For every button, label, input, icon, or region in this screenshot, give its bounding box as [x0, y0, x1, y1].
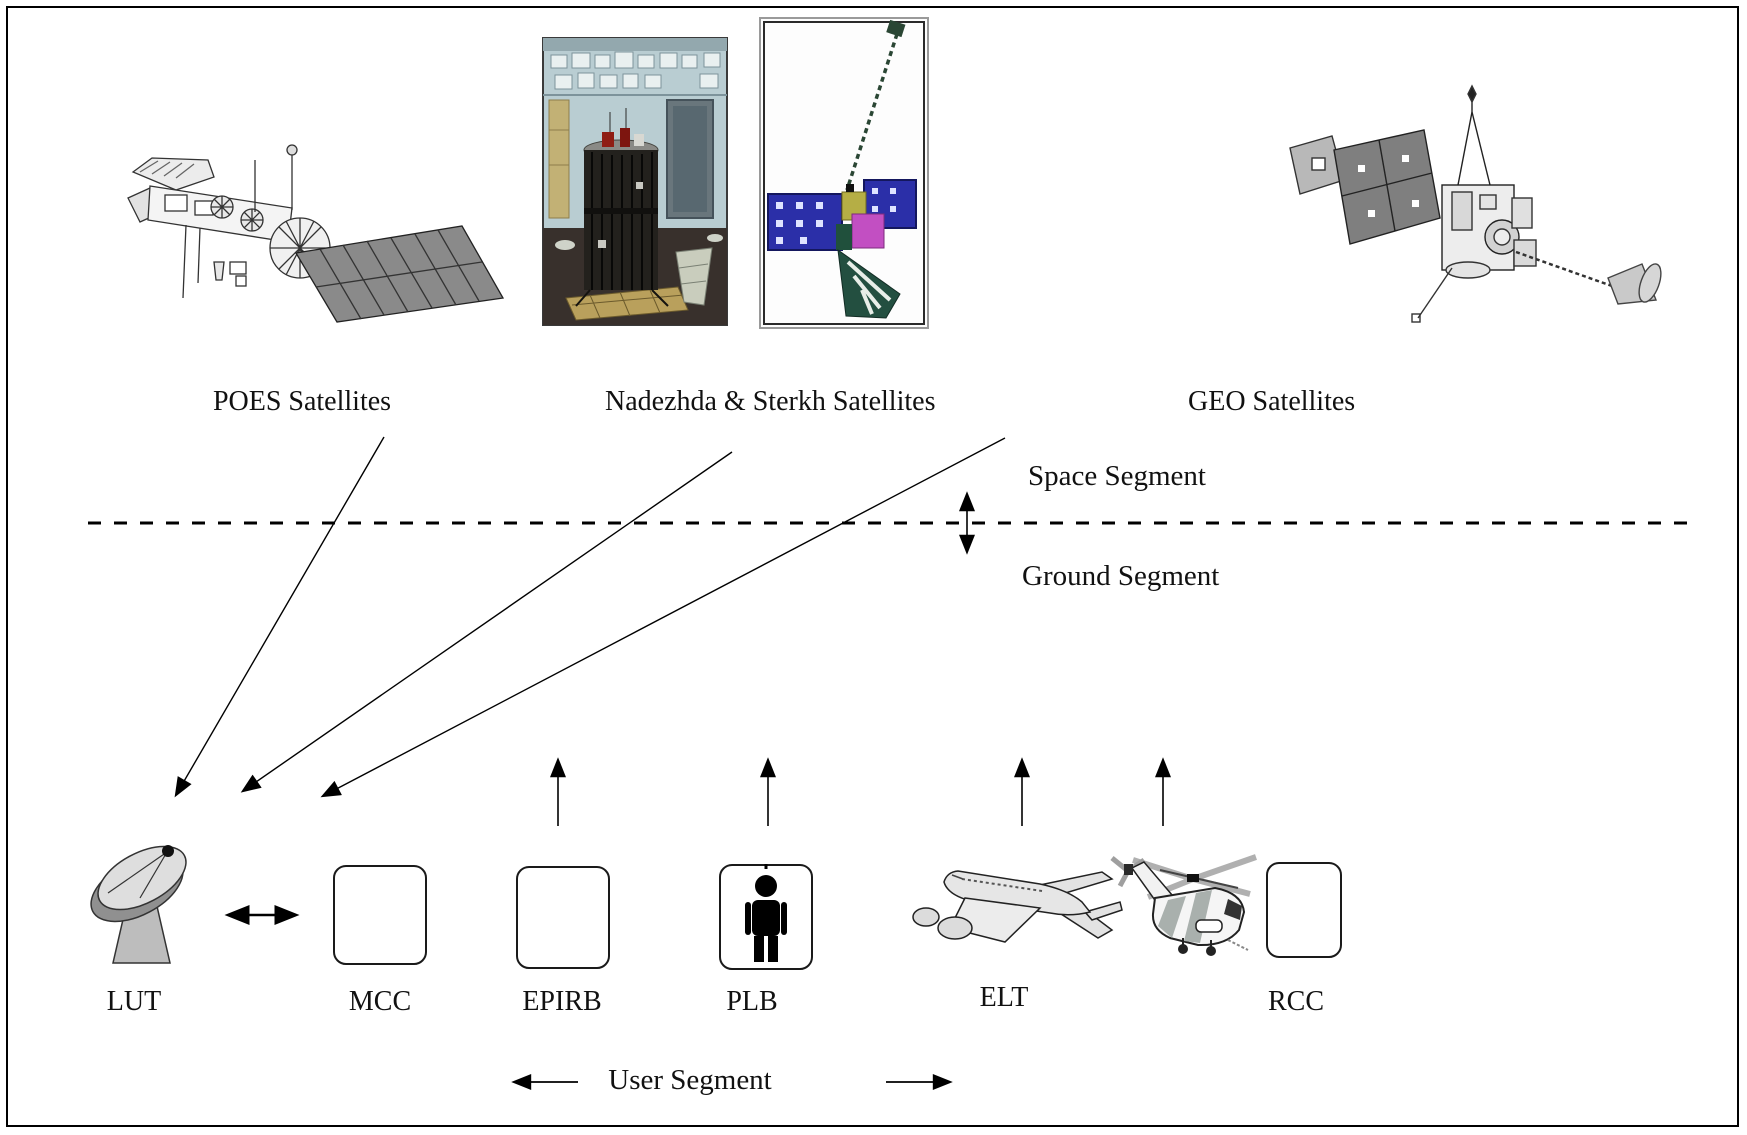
epirb-box: [516, 866, 610, 969]
mcc-box: [333, 865, 427, 965]
geo-satellites-label: GEO Satellites: [1188, 386, 1356, 417]
mcc-label: MCC: [348, 986, 412, 1017]
helicopter-icon: [1110, 854, 1257, 956]
space-segment-label: Space Segment: [1028, 460, 1206, 492]
uplink-arrows: [550, 757, 1171, 826]
geo-downlink-line: [320, 437, 1006, 798]
plb-label: PLB: [726, 986, 778, 1017]
diagram-border: [6, 6, 1739, 1127]
user-segment-label: User Segment: [608, 1064, 772, 1096]
epirb-label: EPIRB: [522, 986, 602, 1017]
geo-satellite-drawing: [1289, 84, 1662, 323]
poes-downlink-line: [174, 436, 385, 798]
rcc-label: RCC: [1267, 986, 1325, 1017]
lut-label: LUT: [106, 986, 162, 1017]
plb-box-tick: [764, 864, 768, 869]
poes-satellite-drawing: [127, 144, 505, 323]
person-icon: [745, 875, 787, 962]
airplane-icon: [912, 870, 1123, 943]
nadezhda-sterkh-satellites-label: Nadezhda & Sterkh Satellites: [605, 386, 936, 417]
satellite-dish-icon: [90, 845, 187, 964]
plb-box: [719, 864, 813, 970]
poes-satellites-label: POES Satellites: [212, 386, 392, 417]
nadezhda-satellite-photo: [542, 37, 728, 326]
rcc-box: [1266, 862, 1342, 958]
sterkh-satellite-drawing: [759, 17, 929, 329]
elt-label: ELT: [979, 982, 1029, 1013]
ground-segment-label: Ground Segment: [1022, 560, 1220, 592]
downlink-lines: [174, 436, 1006, 798]
nadezhda-downlink-line: [240, 451, 733, 793]
